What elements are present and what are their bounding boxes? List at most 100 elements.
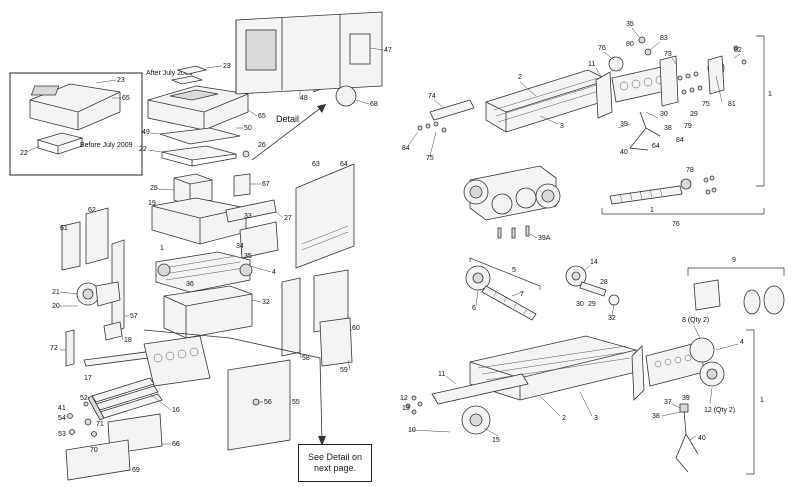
inset-caption: Before July 2009 (80, 142, 133, 149)
left-exploded-view: After July 2009 (50, 11, 392, 481)
rt-callout-73: 73 (664, 51, 672, 58)
rb-callout-40: 40 (698, 435, 706, 442)
callout-54: 54 (58, 415, 66, 422)
callout-20: 20 (52, 303, 60, 310)
inset-caption-line: Before July 2009 (80, 142, 133, 149)
rb-callout-15: 15 (492, 437, 500, 444)
detail-callout: Detail (251, 103, 327, 161)
rb-callout-12: 12 (400, 395, 408, 402)
rt-callout-29m: 29 (588, 301, 596, 308)
inset-callout-22: 22 (20, 150, 28, 157)
callout-62: 62 (88, 207, 96, 214)
callout-60: 60 (352, 325, 360, 332)
callout-58: 58 (302, 355, 310, 362)
callout-41: 41 (58, 405, 66, 412)
see-detail-note: See Detail on next page. (298, 444, 372, 482)
callout-32: 32 (262, 299, 270, 306)
callout-68: 68 (370, 101, 378, 108)
callout-21: 21 (52, 289, 60, 296)
callout-27: 27 (284, 215, 292, 222)
callout-53: 53 (58, 431, 66, 438)
callout-26: 26 (258, 142, 266, 149)
rt-callout-77: 1 (650, 207, 654, 214)
detail-label: Detail (276, 114, 299, 124)
callout-23: 23 (223, 63, 231, 70)
callout-25: 25 (150, 185, 158, 192)
rb-callout-39: 39 (682, 395, 690, 402)
callout-66: 66 (172, 441, 180, 448)
mid-parts: 5 14 6 7 28 30 29 32 (465, 257, 620, 322)
rb-callout-37: 37 (664, 399, 672, 406)
callout-59: 59 (340, 367, 348, 374)
callout-34: 34 (236, 243, 244, 250)
rt-callout-74: 74 (428, 93, 436, 100)
rb-callout-12b: 12 (Qty 2) (704, 407, 735, 414)
callout-63: 63 (312, 161, 320, 168)
callout-56: 56 (264, 399, 272, 406)
see-detail-arrow (143, 329, 326, 446)
right-bottom-assembly: 11 2 3 12 13 10 15 8 (Qty 2) 4 12 (Qty 2… (400, 257, 785, 475)
callout-47: 47 (384, 47, 392, 54)
callout-64: 64 (340, 161, 348, 168)
callout-4: 4 (272, 269, 276, 276)
rt-callout-79: 79 (684, 123, 692, 130)
callout-49: 49 (142, 129, 150, 136)
callout-35: 35 (244, 253, 252, 260)
callout-18: 18 (124, 337, 132, 344)
rb-callout-1: 1 (760, 397, 764, 404)
rb-callout-13: 13 (402, 405, 410, 412)
callout-17: 17 (84, 375, 92, 382)
rt-callout-39: 39 (620, 121, 628, 128)
rt-callout-83: 83 (660, 35, 668, 42)
before-2009-inset: 23 65 22 Before July 2009 (9, 72, 143, 176)
rt-callout-1: 1 (768, 91, 772, 98)
rt-callout-5: 5 (512, 267, 516, 274)
rb-callout-8: 8 (Qty 2) (682, 317, 709, 324)
callout-22: 22 (139, 146, 147, 153)
callout-36: 36 (186, 281, 194, 288)
rt-callout-28: 28 (600, 279, 608, 286)
callout-50: 50 (244, 125, 252, 132)
callout-65: 65 (258, 113, 266, 120)
rt-callout-3: 3 (560, 123, 564, 130)
rb-callout-11: 11 (438, 371, 445, 378)
anode-assembly: 1 78 76 (601, 167, 765, 228)
rt-callout-30: 30 (660, 111, 668, 118)
rt-callout-11a: 11 (588, 61, 595, 68)
rb-callout-10: 10 (408, 427, 416, 434)
callout-69: 69 (132, 467, 140, 474)
rb-callout-3: 3 (594, 415, 598, 422)
rb-callout-9: 9 (732, 257, 736, 264)
callout-70: 70 (90, 447, 98, 454)
callout-71: 71 (96, 421, 104, 428)
burner-set (87, 377, 163, 421)
rt-callout-30m: 30 (576, 301, 584, 308)
arrow-icon (317, 104, 326, 113)
rt-callout-64: 64 (652, 143, 660, 150)
inset-callout-65: 65 (122, 95, 130, 102)
rt-callout-32: 32 (608, 315, 616, 322)
rt-callout-35: 35 (626, 21, 634, 28)
rt-callout-82: 82 (734, 47, 742, 54)
rt-callout-84a: 84 (402, 145, 410, 152)
callout-19: 19 (148, 200, 156, 207)
rt-callout-76b: 76 (672, 221, 680, 228)
rt-callout-2: 2 (518, 74, 522, 81)
see-detail-note-text: See Detail on next page. (307, 452, 363, 473)
after-july-2009-label: After July 2009 (146, 70, 193, 77)
rt-callout-38: 38 (664, 125, 672, 132)
callout-16: 16 (172, 407, 180, 414)
callout-67: 67 (262, 181, 270, 188)
callout-55: 55 (292, 399, 300, 406)
callout-1: 1 (160, 245, 164, 252)
rt-callout-7: 7 (520, 291, 524, 298)
rt-callout-78: 78 (686, 167, 694, 174)
callout-52: 52 (80, 395, 88, 402)
rt-callout-39A: 39A (538, 235, 551, 242)
rt-callout-6: 6 (472, 305, 476, 312)
callout-33: 33 (244, 213, 252, 220)
rb-callout-4: 4 (740, 339, 744, 346)
rt-callout-80: 80 (626, 41, 634, 48)
rt-callout-29: 29 (690, 111, 698, 118)
